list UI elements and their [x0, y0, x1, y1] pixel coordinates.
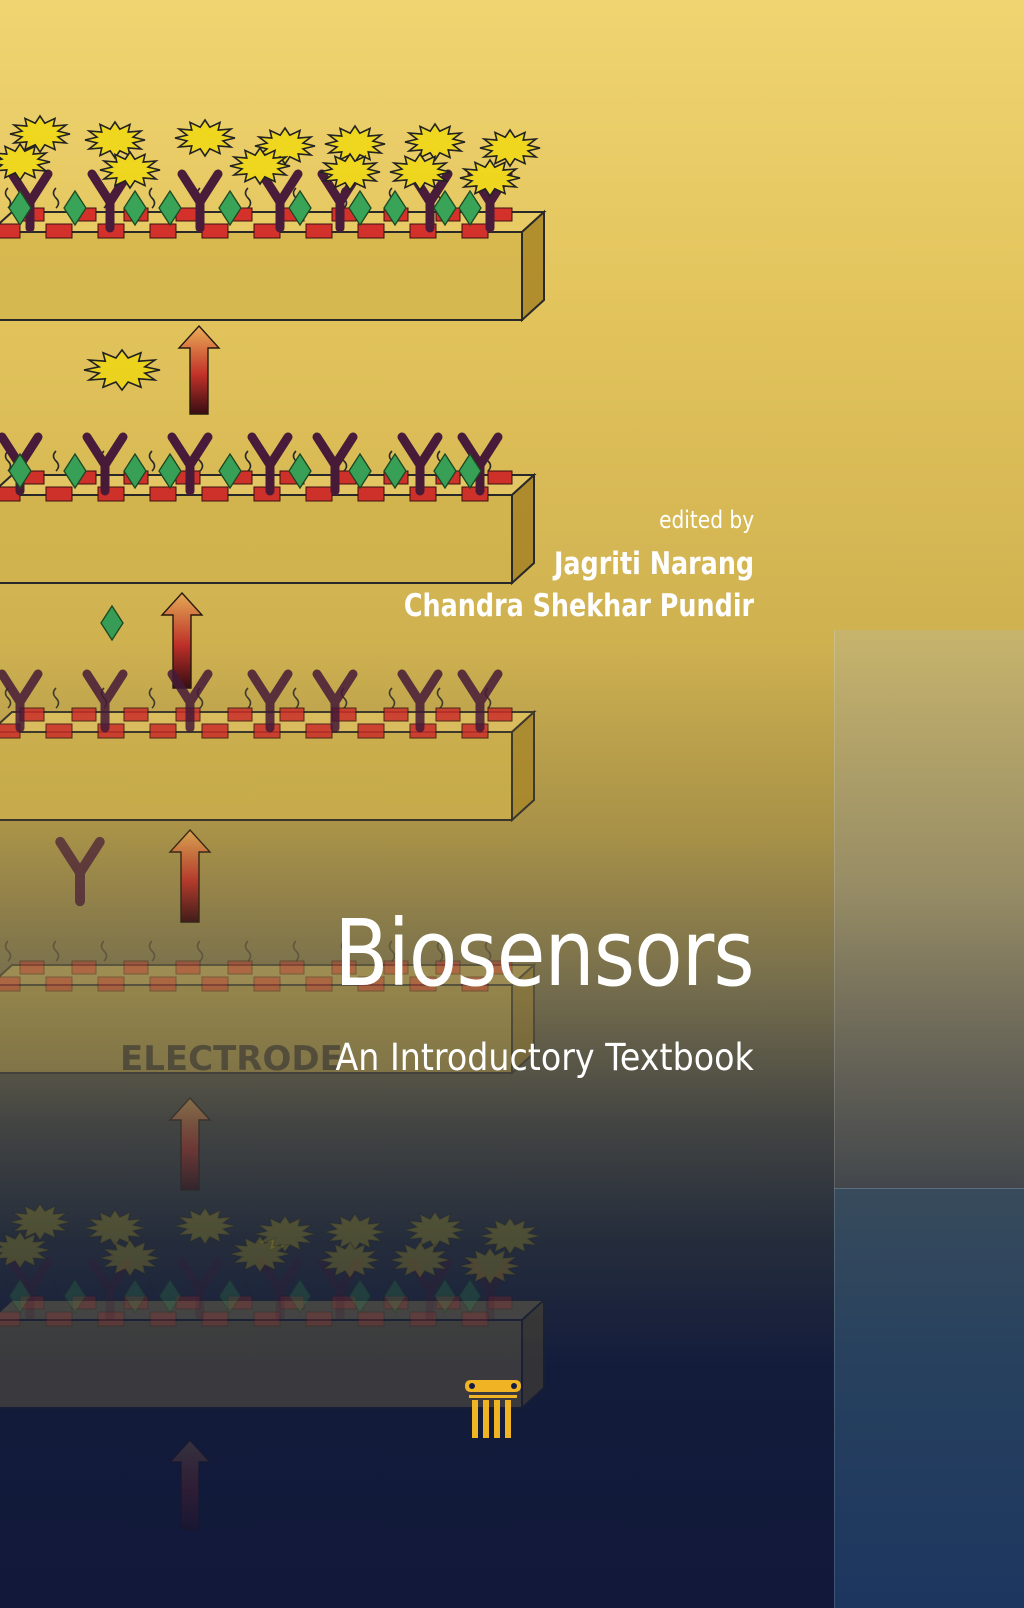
book-subtitle: An Introductory Textbook	[335, 1036, 754, 1079]
editor-name: Jagriti Narang	[553, 546, 754, 582]
book-title: Biosensors	[334, 900, 755, 1007]
edited-by-label: edited by	[658, 506, 754, 534]
electrode-label: ELECTRODE	[120, 1039, 343, 1079]
pillar-logo-icon	[465, 1380, 521, 1438]
editor-name: Chandra Shekhar Pundir	[403, 588, 754, 624]
